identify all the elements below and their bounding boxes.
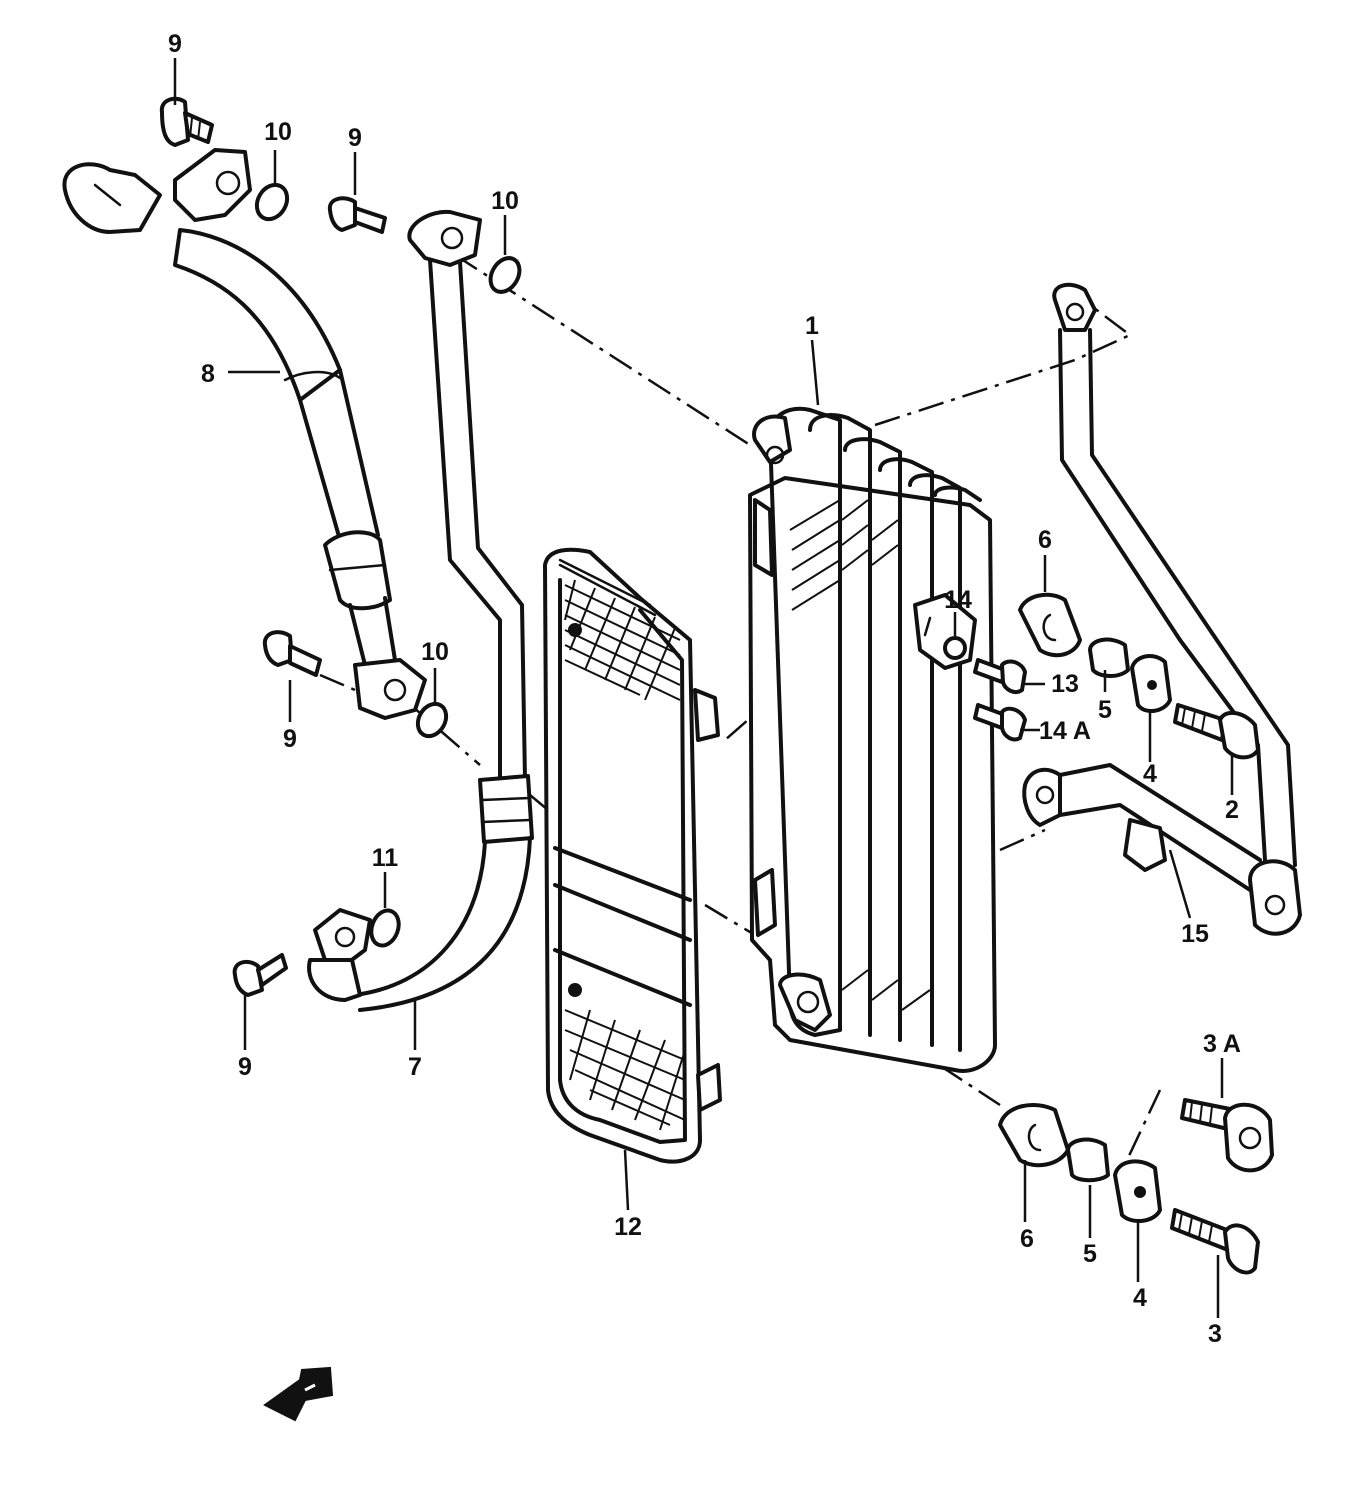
bolt-9-bottom-left [232,953,288,997]
callout-10: 10 [491,187,519,215]
callout-4: 4 [1133,1284,1147,1312]
callout-6: 6 [1020,1225,1034,1253]
oil-cooler-guard-grille [543,547,722,1164]
callout-9: 9 [238,1053,252,1081]
callout-9: 9 [348,124,362,152]
callout-2: 2 [1225,796,1239,824]
callout-9: 9 [168,30,182,58]
bolt-3a [1180,1098,1274,1173]
callout-3a: 3 A [1203,1030,1241,1058]
callout-4: 4 [1143,760,1157,788]
bolt-9-top-left [159,96,214,147]
o-ring-11 [369,908,401,948]
front-direction-arrow-icon [263,1366,334,1422]
callout-10: 10 [264,118,292,146]
callout-10: 10 [421,638,449,666]
callout-12: 12 [614,1213,642,1241]
grommet-6-lower [998,1103,1070,1168]
collar-5-upper [1088,637,1130,678]
bolt-9-middle-left [262,630,322,677]
cooler-fins [789,499,931,1011]
bolt-2 [1173,703,1260,760]
callout-11: 11 [372,844,399,872]
oil-cooler-core [748,406,997,1073]
o-ring-10-top [254,182,290,222]
upper-oil-hose [62,148,427,720]
callout-6: 6 [1038,526,1052,554]
callout-7: 7 [408,1053,422,1081]
nut-14 [943,636,967,660]
callout-numbers: 9 10 9 10 8 1 6 14 10 13 5 14 A 9 4 2 11… [168,30,1241,1348]
callout-1: 1 [805,312,819,340]
fasteners [159,96,1274,1275]
callout-5: 5 [1083,1240,1097,1268]
callout-8: 8 [201,360,215,388]
o-ring-10-middle [415,701,449,739]
collar-5-lower [1066,1137,1110,1183]
oil-cooler-mounting-bracket [1022,282,1302,936]
callout-13: 13 [1051,670,1079,698]
callout-3: 3 [1208,1320,1222,1348]
bolt-14a [973,703,1027,742]
callout-9: 9 [283,725,297,753]
callout-leader-lines [173,58,1234,1318]
o-ring-10-top-right [488,256,522,294]
bolt-3 [1170,1208,1260,1275]
callout-15: 15 [1181,920,1209,948]
grille-mesh-top [564,579,681,701]
callout-14a: 14 A [1039,717,1091,745]
washer-4-lower [1113,1159,1162,1223]
grommet-6-upper [1018,592,1082,658]
grille-mesh-bottom [564,1009,686,1131]
callout-5: 5 [1098,696,1112,724]
callout-14: 14 [944,586,972,614]
bolt-9-top-center [327,196,387,234]
lower-oil-pipe [307,209,534,1012]
bolt-13 [973,658,1027,694]
washer-4-upper [1130,654,1172,713]
